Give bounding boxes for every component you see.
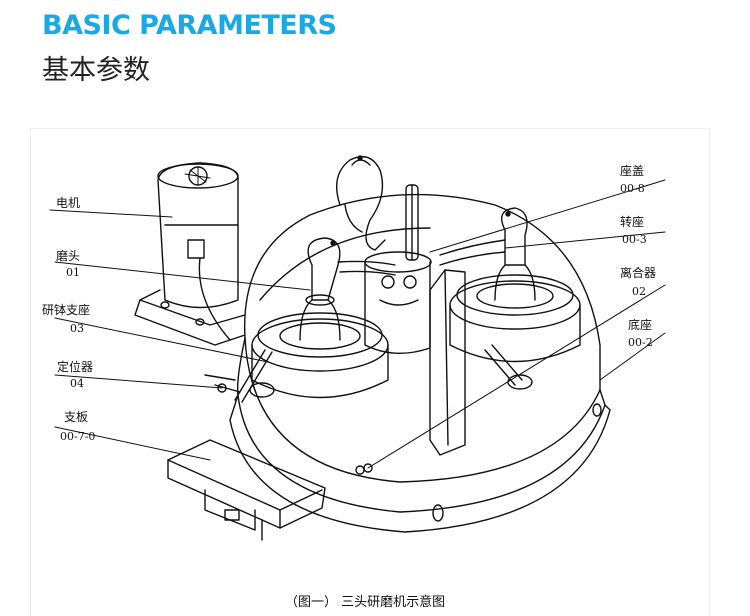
motor [134,162,246,346]
label-top-cap-code: 00-8 [620,182,645,195]
clutch-bolt [355,463,373,475]
label-grinding-head-code: 01 [66,266,80,279]
leader-lines [49,179,666,469]
label-grinding-head: 磨头 [56,249,81,263]
diagram-caption: （图一） 三头研磨机示意图 [285,595,446,610]
label-positioner: 定位器 [57,360,94,374]
central-housing [364,184,432,355]
left-grinding-unit [234,237,396,403]
label-base-code: 00-2 [628,336,653,349]
label-support-plate-code: 00-7-0 [60,430,96,443]
label-mortar-support: 研钵支座 [42,303,91,317]
dome-cover [243,193,601,391]
label-mortar-support-code: 03 [70,322,84,335]
right-grinding-unit [439,207,581,390]
label-clutch-code: 02 [632,285,646,298]
top-cap [336,155,386,251]
title-chinese: 基本参数 [42,55,150,86]
label-top-cap: 座盖 [620,164,645,178]
label-motor: 电机 [56,196,81,210]
label-clutch: 离合器 [620,266,657,280]
diagram-panel [30,128,710,616]
label-rotary-seat: 转座 [620,215,645,229]
label-base: 底座 [628,318,653,332]
label-rotary-seat-code: 00-3 [622,233,647,246]
positioner [204,374,241,393]
title-english: BASIC PARAMETERS [42,10,337,41]
base-platform [229,337,611,533]
label-support-plate: 支板 [64,410,89,424]
divider-plate [429,269,466,456]
support-plate [167,439,326,541]
label-positioner-code: 04 [70,377,84,390]
